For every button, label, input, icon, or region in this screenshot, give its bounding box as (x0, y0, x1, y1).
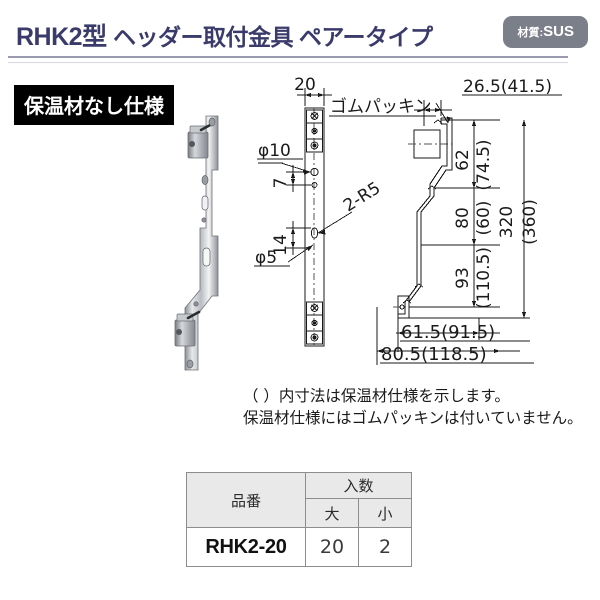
dim-front-width: 20 (294, 75, 316, 95)
page-title: RHK2型 ヘッダー取付金具 ペアータイプ (16, 17, 433, 53)
table-row: RHK2-20 20 2 (186, 527, 412, 567)
dim-side-360: (360) (520, 199, 540, 245)
material-badge-label: 材質: (517, 27, 544, 39)
dim-hole-phi5: φ5 (255, 248, 277, 268)
dim-side-110-5: (110.5) (474, 247, 494, 309)
dim-radius-2r5: 2-R5 (340, 178, 384, 216)
header-divider (8, 56, 568, 58)
cell-qty-large: 20 (305, 527, 359, 567)
cell-qty-small: 2 (358, 527, 412, 567)
dim-hole-phi10: φ10 (258, 141, 291, 161)
table-header-small: 小 (358, 498, 412, 528)
note-line-2: 保温材仕様にはゴムパッキンは付いていません。 (243, 409, 583, 428)
page-title-description: ヘッダー取付金具 ペアータイプ (113, 24, 433, 50)
dim-side-320: 320 (497, 206, 517, 238)
table-header-part-number: 品番 (186, 472, 306, 528)
table-header-row-1: 品番 入数 (186, 471, 412, 528)
notes-block: （ ）内寸法は保温材仕様を示します。 保温材仕様にはゴムパッキンは付いていません… (243, 385, 593, 430)
material-badge-value: SUS (543, 23, 574, 40)
material-badge: 材質:SUS (503, 16, 588, 48)
label-rubber-packing: ゴムパッキン (330, 96, 432, 117)
dim-side-62: 62 (453, 149, 473, 171)
table-header-quantity: 入数 (305, 471, 412, 500)
spec-table-wrapper: 品番 入数 大 小 RHK2-20 20 2 (186, 471, 412, 567)
dim-side-26-5: 26.5(41.5) (463, 77, 552, 97)
dim-side-80-5: 80.5(118.5) (381, 344, 487, 365)
table-header-row-2: 大 小 (187, 498, 412, 528)
dim-side-60: (60) (474, 201, 494, 236)
dim-front-7: 7 (271, 178, 291, 189)
dim-front-14: 14 (271, 234, 291, 256)
header-divider-secondary (8, 62, 568, 63)
spec-table: 品番 入数 大 小 RHK2-20 20 2 (186, 471, 412, 567)
dim-side-80: 80 (453, 207, 473, 229)
cell-part-number: RHK2-20 (186, 527, 306, 567)
dim-side-93: 93 (453, 267, 473, 289)
note-line-1: （ ）内寸法は保温材仕様を示します。 (243, 387, 510, 405)
dim-side-74-5: (74.5) (474, 139, 494, 190)
insulation-spec-badge: 保温材なし仕様 (14, 85, 174, 125)
product-photo (174, 115, 219, 371)
page-title-model: RHK2型 (16, 23, 107, 51)
table-header-large: 大 (305, 498, 359, 528)
dim-side-61-5: 61.5(91.5) (401, 322, 495, 343)
